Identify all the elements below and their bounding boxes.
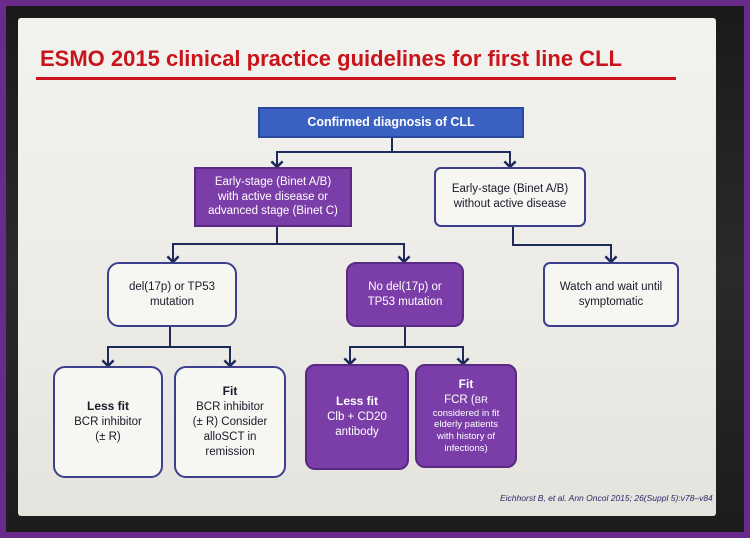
node-watch-and-wait: Watch and wait until symptomatic [543, 262, 679, 327]
node-confirmed-diagnosis-text: Confirmed diagnosis of CLL [307, 115, 475, 130]
node-del17p-text: del(17p) or TP53 mutation [128, 280, 216, 308]
node-less-fit-bcr-body: BCR inhibitor (± R) [74, 415, 142, 443]
node-fit-fcr-drug: FCR ( [444, 393, 475, 406]
connector-del17p-to-fit [170, 346, 237, 368]
node-early-stage-no-active: Early-stage (Binet A/B) without active d… [434, 167, 586, 227]
node-less-fit-bcr-head: Less fit [86, 399, 129, 414]
connector-del17p-to-less-fit [101, 327, 171, 368]
slide-title: ESMO 2015 clinical practice guidelines f… [40, 46, 622, 71]
node-fit-bcr: Fit BCR inhibitor (± R) Consider alloSCT… [174, 366, 286, 478]
node-watch-and-wait-text: Watch and wait until symptomatic [559, 280, 663, 308]
node-early-stage-no-active-text: Early-stage (Binet A/B) without active d… [451, 183, 569, 210]
node-confirmed-diagnosis: Confirmed diagnosis of CLL [258, 107, 524, 138]
connector-early-active-to-del17p [166, 227, 278, 264]
node-fit-fcr: Fit FCR (BR considered in fit elderly pa… [415, 364, 517, 468]
node-less-fit-bcr: Less fit BCR inhibitor (± R) [53, 366, 163, 478]
node-early-stage-active: Early-stage (Binet A/B) with active dise… [194, 167, 352, 227]
connector-root-to-early-no-active [392, 151, 517, 169]
node-fit-fcr-head: Fit [458, 376, 474, 391]
node-del17p: del(17p) or TP53 mutation [107, 262, 237, 327]
connector-early-active-to-no-del17p [277, 243, 411, 264]
node-fit-bcr-head: Fit [222, 384, 238, 399]
node-fit-fcr-abbr: BR [474, 394, 488, 406]
node-fit-fcr-body: FCR (BR [444, 393, 488, 408]
node-less-fit-clb: Less fit Clb + CD20 antibody [305, 364, 409, 470]
connector-no-del17p-to-less-fit [343, 327, 406, 366]
connector-no-active-to-watch [512, 227, 618, 264]
title-underline [36, 77, 676, 80]
node-fit-bcr-body: BCR inhibitor (± R) Consider alloSCT in … [192, 400, 268, 458]
node-no-del17p: No del(17p) or TP53 mutation [346, 262, 464, 327]
node-no-del17p-text: No del(17p) or TP53 mutation [367, 280, 443, 308]
citation: Eichhorst B, et al. Ann Oncol 2015; 26(S… [500, 493, 713, 503]
node-fit-fcr-note: considered in fit elderly patients with … [432, 407, 500, 455]
node-less-fit-clb-head: Less fit [335, 394, 378, 409]
connector-root-to-early-active [270, 137, 393, 169]
connector-no-del17p-to-fit [405, 346, 470, 366]
node-early-stage-active-text: Early-stage (Binet A/B) with active dise… [208, 175, 338, 218]
node-less-fit-clb-body: Clb + CD20 antibody [327, 410, 387, 438]
